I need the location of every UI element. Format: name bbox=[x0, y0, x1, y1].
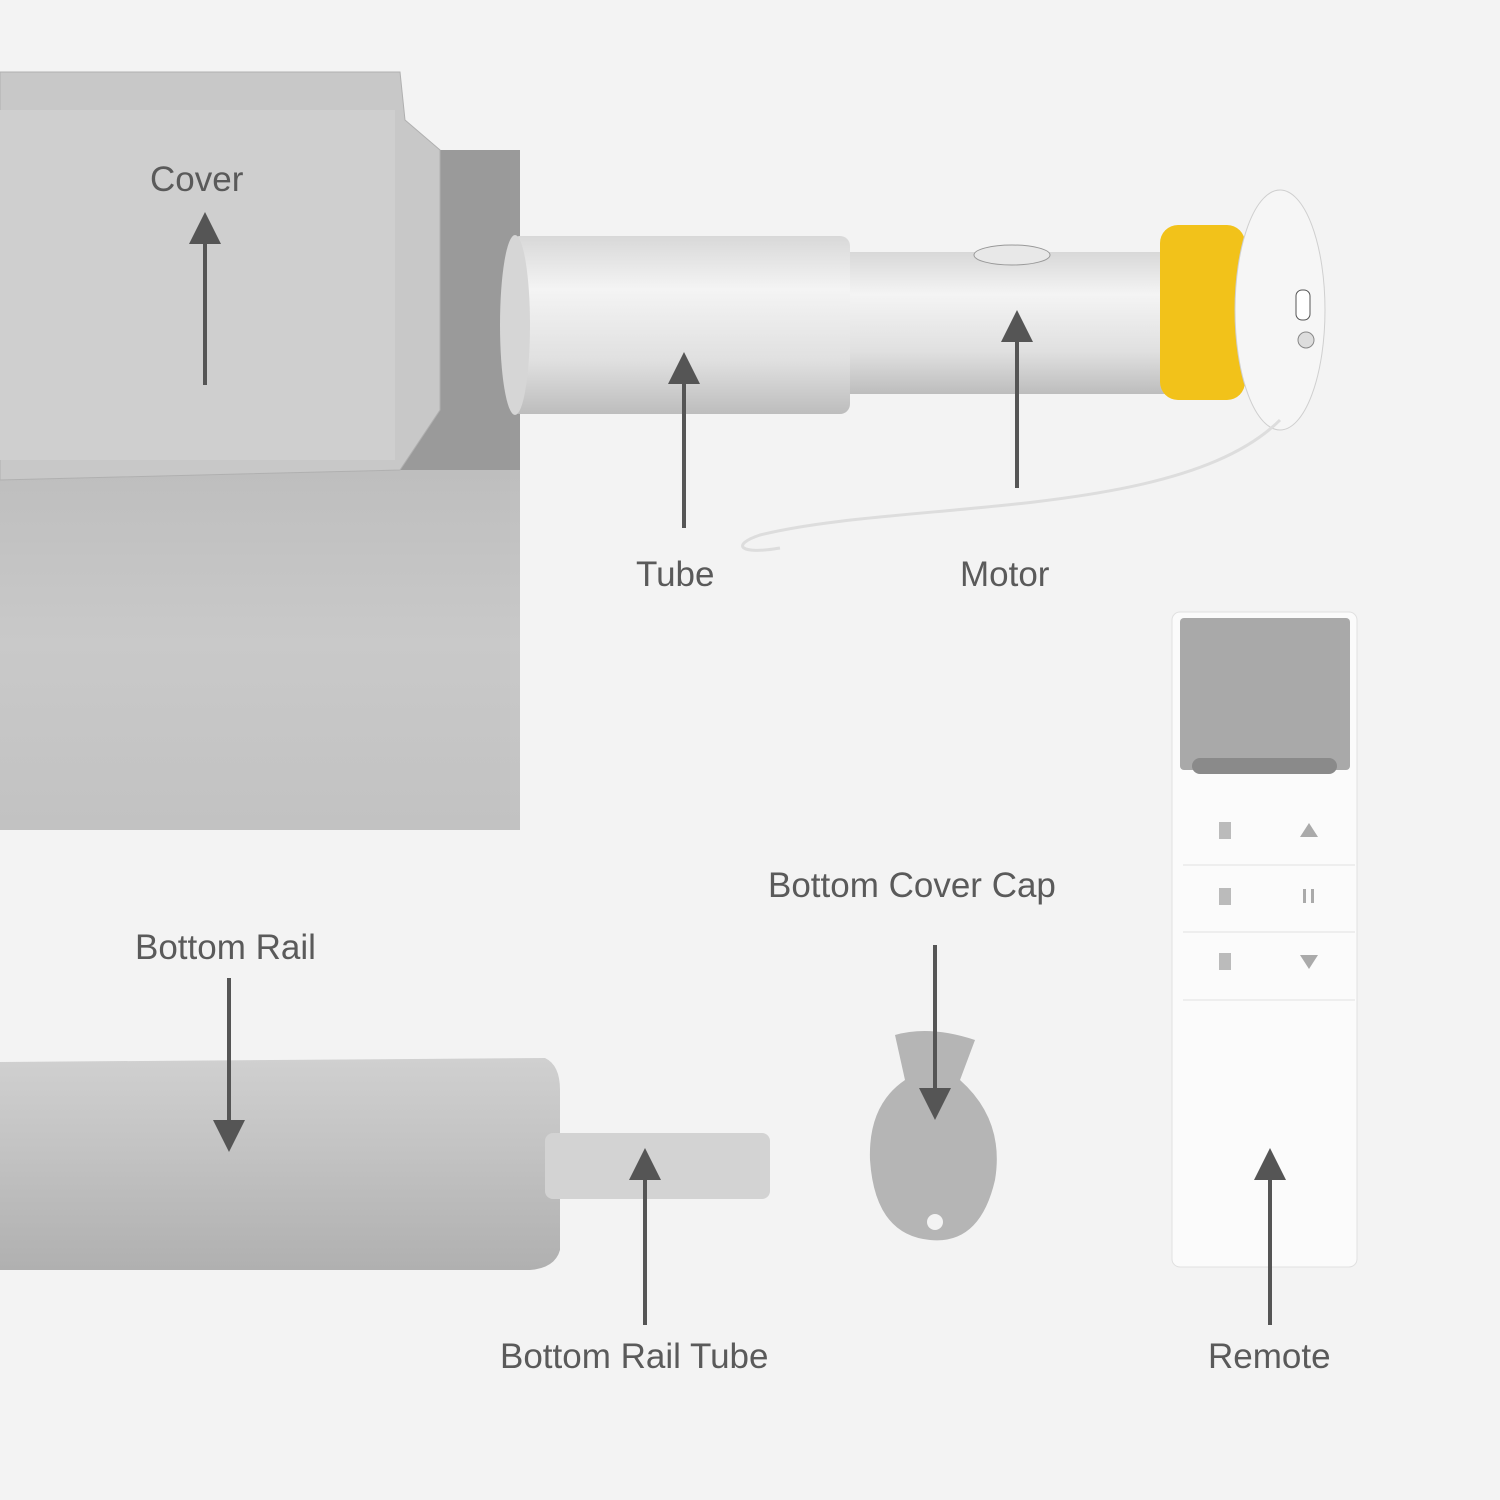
bottom-rail-tube bbox=[545, 1133, 770, 1199]
shade-fabric bbox=[0, 455, 520, 830]
bottom-cover-cap bbox=[869, 1031, 997, 1241]
remote bbox=[1171, 611, 1358, 1268]
motor-ring bbox=[1160, 225, 1245, 400]
antenna-wire bbox=[741, 418, 1282, 552]
label-cover: Cover bbox=[150, 160, 244, 199]
label-tube: Tube bbox=[636, 555, 715, 594]
label-remote: Remote bbox=[1208, 1337, 1331, 1376]
label-motor: Motor bbox=[960, 555, 1050, 594]
motor-end-cap bbox=[1234, 189, 1326, 431]
tube bbox=[510, 236, 850, 414]
label-bottom-rail-tube: Bottom Rail Tube bbox=[500, 1337, 769, 1376]
label-bottom-cover-cap: Bottom Cover Cap bbox=[768, 866, 1056, 905]
label-bottom-rail: Bottom Rail bbox=[135, 928, 316, 967]
bottom-rail bbox=[0, 1058, 560, 1270]
